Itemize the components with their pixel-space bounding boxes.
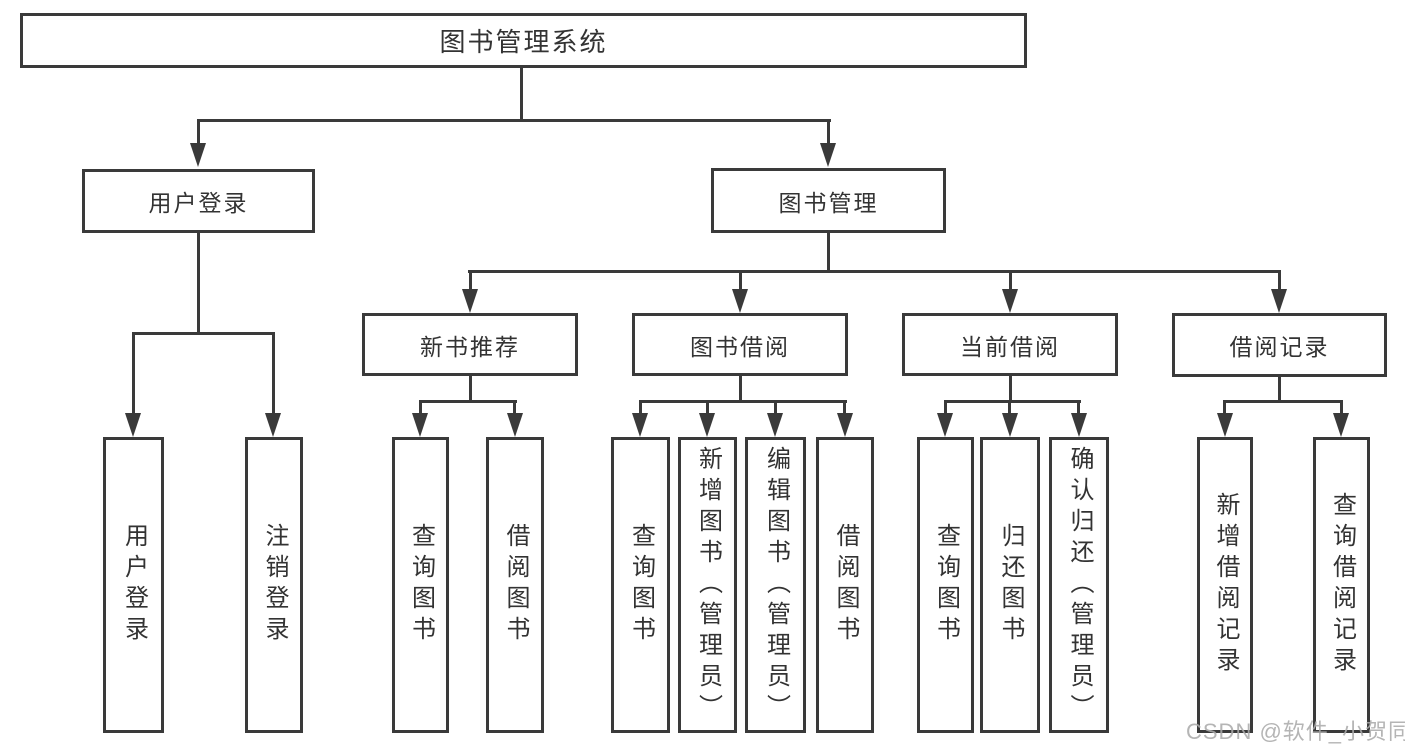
node-label: 新增借阅记录 (1212, 492, 1239, 678)
node-library-management-system: 图书管理系统 (20, 13, 1027, 68)
connector-bookmgmt-split (468, 270, 1281, 273)
node-label: 查询图书 (407, 523, 435, 647)
connector-root-stem (520, 68, 523, 121)
arrowhead-down (1071, 413, 1087, 437)
arrowhead-down (125, 413, 141, 437)
connector-newbookrec-stem (469, 376, 472, 403)
arrowhead-down (732, 289, 748, 313)
connector-userlogin-drop-left (132, 332, 135, 415)
node-book-borrowing: 图书借阅 (632, 313, 848, 376)
connector-bookmgmt-drop-1 (469, 270, 472, 291)
arrowhead-down (820, 143, 836, 167)
arrowhead-down (632, 413, 648, 437)
connector-newbookrec-drop-2 (513, 400, 516, 415)
connector-currentborrow-drop-1 (944, 400, 947, 415)
node-label: 图书管理 (778, 189, 879, 216)
node-label: 用户登录 (120, 523, 148, 647)
connector-currentborrow-split (944, 400, 1081, 403)
connector-bookmgmt-stem (827, 233, 830, 273)
node-label: 归还图书 (997, 523, 1024, 647)
node-label: 确认归还（管理员） (1066, 445, 1093, 725)
node-label: 用户登录 (148, 190, 249, 216)
arrowhead-down (1002, 289, 1018, 313)
node-label: 查询借阅记录 (1328, 492, 1356, 678)
connector-root-drop-left (197, 119, 200, 145)
node-label: 编辑图书（管理员） (762, 445, 790, 725)
node-label: 新书推荐 (420, 333, 520, 360)
connector-userlogin-stem (197, 233, 200, 335)
connector-bookborrow-drop-1 (639, 400, 642, 415)
arrowhead-down (1333, 413, 1349, 437)
connector-newbookrec-drop-1 (419, 400, 422, 415)
leaf-logout: 注销登录 (245, 437, 303, 733)
leaf-return-books: 归还图书 (980, 437, 1040, 733)
leaf-query-books-borrowing: 查询图书 (611, 437, 670, 733)
leaf-query-borrow-record: 查询借阅记录 (1313, 437, 1370, 733)
node-borrowing-records: 借阅记录 (1172, 313, 1387, 377)
arrowhead-down (767, 413, 783, 437)
node-label: 图书管理系统 (439, 27, 608, 57)
node-current-borrowing: 当前借阅 (902, 313, 1118, 376)
connector-bookborrow-stem (739, 376, 742, 403)
connector-newbookrec-split (419, 400, 517, 403)
watermark: CSDN @软件_小贺同学 (1186, 719, 1405, 744)
leaf-user-login: 用户登录 (103, 437, 164, 733)
node-user-login: 用户登录 (82, 169, 315, 233)
connector-borrowrecord-drop-1 (1223, 400, 1226, 415)
arrowhead-down (699, 413, 715, 437)
connector-borrowrecord-drop-2 (1340, 400, 1343, 415)
connector-bookborrow-drop-2 (706, 400, 709, 415)
connector-borrowrecord-stem (1278, 377, 1281, 403)
arrowhead-down (265, 413, 281, 437)
connector-root-split (197, 119, 831, 122)
node-label: 查询图书 (627, 523, 655, 647)
node-label: 借阅图书 (832, 523, 859, 647)
node-label: 查询图书 (932, 523, 960, 647)
connector-currentborrow-stem (1009, 376, 1012, 403)
arrowhead-down (462, 289, 478, 313)
leaf-query-books-recommend: 查询图书 (392, 437, 449, 733)
node-new-book-recommend: 新书推荐 (362, 313, 578, 376)
leaf-edit-books-admin: 编辑图书（管理员） (745, 437, 806, 733)
arrowhead-down (837, 413, 853, 437)
connector-bookmgmt-drop-4 (1278, 270, 1281, 291)
leaf-confirm-return-admin: 确认归还（管理员） (1049, 437, 1109, 733)
arrowhead-down (412, 413, 428, 437)
node-label: 新增图书（管理员） (694, 445, 722, 725)
connector-bookmgmt-drop-3 (1009, 270, 1012, 291)
connector-borrowrecord-split (1223, 400, 1343, 403)
node-label: 当前借阅 (960, 333, 1060, 360)
connector-root-drop-right (827, 119, 830, 145)
leaf-add-books-admin: 新增图书（管理员） (678, 437, 737, 733)
node-label: 图书借阅 (690, 333, 790, 360)
arrowhead-down (1271, 289, 1287, 313)
node-label: 注销登录 (261, 523, 288, 647)
leaf-query-books-current: 查询图书 (917, 437, 974, 733)
arrowhead-down (937, 413, 953, 437)
connector-bookborrow-split (639, 400, 847, 403)
connector-userlogin-split (132, 332, 275, 335)
node-label: 借阅图书 (502, 523, 529, 647)
node-book-management: 图书管理 (711, 168, 946, 233)
arrowhead-down (190, 143, 206, 167)
arrowhead-down (507, 413, 523, 437)
connector-currentborrow-drop-3 (1077, 400, 1080, 415)
leaf-borrow-books-borrowing: 借阅图书 (816, 437, 874, 733)
arrowhead-down (1002, 413, 1018, 437)
leaf-borrow-books-recommend: 借阅图书 (486, 437, 544, 733)
connector-currentborrow-drop-2 (1008, 400, 1011, 415)
connector-bookborrow-drop-3 (774, 400, 777, 415)
leaf-add-borrow-record: 新增借阅记录 (1197, 437, 1253, 733)
arrowhead-down (1217, 413, 1233, 437)
connector-bookmgmt-drop-2 (739, 270, 742, 291)
connector-bookborrow-drop-4 (843, 400, 846, 415)
connector-userlogin-drop-right (272, 332, 275, 415)
node-label: 借阅记录 (1229, 334, 1330, 360)
